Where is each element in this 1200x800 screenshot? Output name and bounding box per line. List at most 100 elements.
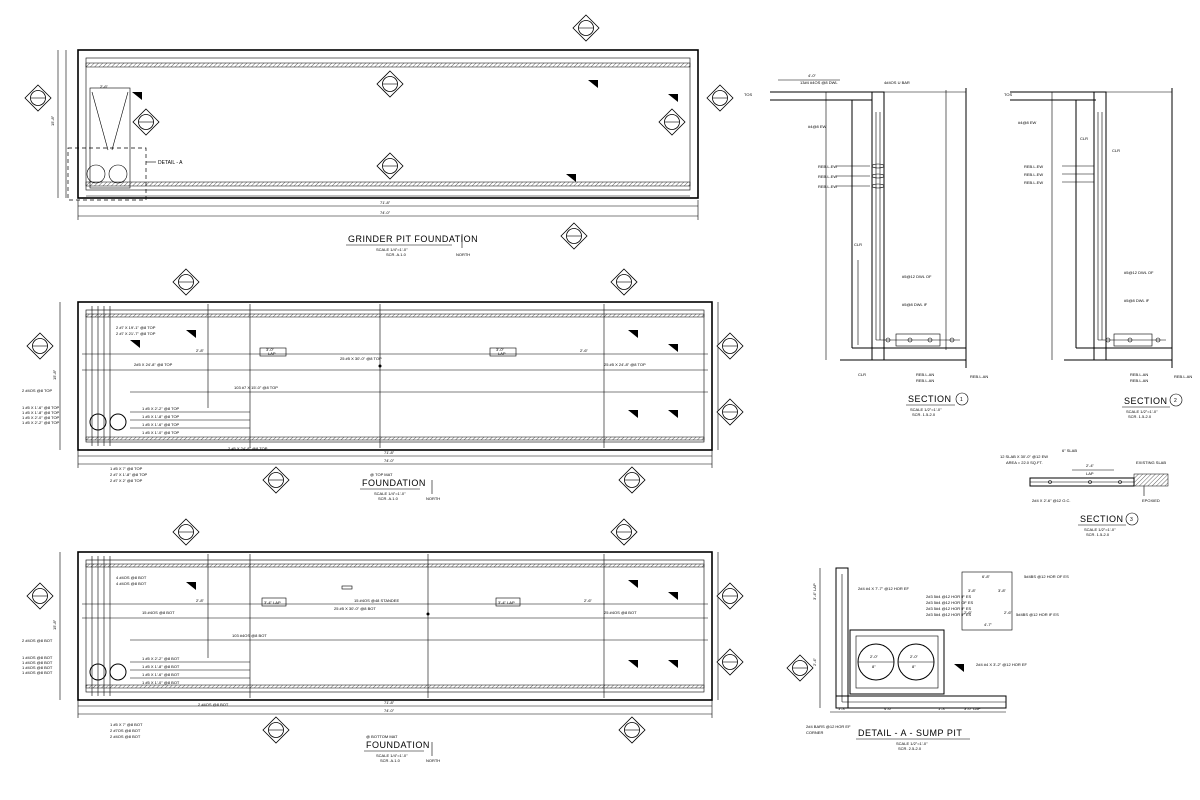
det-5: 2#3 5#4 @12 HOR IF ES	[926, 606, 972, 611]
det-scale: SCALE 1/2"=1'-0"	[896, 741, 928, 746]
sec1-reb-3: REB.L.EW	[818, 184, 837, 189]
det-1: 5#4BS @12 HOR OF ES	[1024, 574, 1069, 579]
top-lap-dim-2: 3'-0"	[496, 347, 505, 352]
top-lap-2: LAP	[498, 351, 506, 356]
top-north: NORTH	[426, 496, 440, 501]
top-outline	[77, 301, 713, 451]
top-lap-1: LAP	[268, 351, 276, 356]
top-lap-dim-1: 3'-0"	[266, 347, 275, 352]
sec3-lap: LAP	[1086, 471, 1094, 476]
top-left-2: 2 #7 X 21'-7" @8 TOP	[116, 331, 156, 336]
bot-lap-2: 3'-4" LAP	[498, 600, 515, 605]
bot-dim-2-6: 2'-6"	[584, 598, 593, 603]
sec3-scale: SCALE 1/2"=1'-0"	[1084, 527, 1116, 532]
grinder-dim-outer: 74'-0"	[380, 210, 391, 215]
bottom-outline	[77, 551, 713, 701]
det-circle-1: 2'-0"	[870, 654, 879, 659]
detail-a-label: DETAIL - A	[158, 160, 183, 166]
bot-title: FOUNDATION	[366, 740, 430, 750]
section-1: REB.L.EW REB.L.EW REB.L.EW 13#4 #4OS @8 …	[744, 73, 988, 417]
bot-bot-2: 2 #7OS @8 BOT	[110, 728, 141, 733]
sec3-e: 2#4 X 2'-6" @12 O.C.	[1032, 498, 1070, 503]
bot-dim-height: 15'-8"	[52, 619, 57, 630]
sec3-num: 3	[1130, 517, 1133, 523]
top-mid-4: 1 #5 X 1'-0" @8 TOP	[142, 430, 180, 435]
det-corner: 2#4 BARS @12 HOR EF	[806, 724, 851, 729]
section-3: 2'-4" LAP 12 SLAB X 30'-0" @12 EW AREA =…	[1000, 448, 1169, 537]
det-dim-lap: 3'-0" LAP	[964, 706, 981, 711]
det-dim-46: 4'-6"	[884, 706, 893, 711]
det-dim-13b: 1'-3"	[938, 706, 947, 711]
bot-mid-4: 1 #5 X 1'-0" @8 BOT	[142, 680, 180, 685]
bot-mid-3: 1 #5 X 1'-6" @8 BOT	[142, 672, 180, 677]
sec3-f: EPOXIED	[1142, 498, 1160, 503]
top-bot-3: 2 #7 X 2' @8 TOP	[110, 478, 143, 483]
det-dim-4: 2'-6"	[964, 610, 973, 615]
top-mid-1: 1 #5 X 2'-2" @8 TOP	[142, 406, 180, 411]
det-dim-3: 6'-8"	[982, 574, 991, 579]
sec2-reb-1: REB.L.EW	[1024, 164, 1043, 169]
grinder-outline	[77, 49, 699, 199]
sec1-ref: SCR. 1.5-2.0	[912, 412, 936, 417]
sec2-clr: CLR	[1080, 136, 1088, 141]
top-left-6: 1 #5 X 2'-0" @8 TOP	[22, 415, 60, 420]
bot-mid-1: 1 #5 X 2'-2" @8 BOT	[142, 656, 180, 661]
top-bar-2: 25 #5 X 30'-0" @8 TOP	[340, 356, 382, 361]
top-dim-2-8: 2'-8"	[196, 348, 205, 353]
det-2: 2#4 #4 X 7'-7" @12 HOR EF	[858, 586, 909, 591]
bot-bar-2: 25 #5 X 30'-0" @8 BOT	[334, 606, 376, 611]
bot-dim-2-8: 2'-8"	[196, 598, 205, 603]
det-3: 2#3 5#4 @12 HOR IF ES	[926, 594, 972, 599]
detail-a-sump-pit: 2'-0" 8" 2'-0" 8" 3'-8" 3'-8" 6'-8" 2'-6…	[786, 567, 1069, 751]
sec2-reb-3: REB.L.EW	[1024, 180, 1043, 185]
top-left-5: 1 #5 X 1'-8" @8 TOP	[22, 410, 60, 415]
sec1-clr: CLR	[854, 242, 862, 247]
sec1-reb-6: REB.L.AN	[970, 374, 988, 379]
sec2-ref: SCR. 1.5-2.0	[1128, 414, 1152, 419]
bot-dim-inner: 71'-8"	[384, 700, 395, 705]
det-dim-13: 1'-3"	[838, 706, 847, 711]
sec1-reb-5: REB.L.AN	[916, 378, 934, 383]
top-bar-1: 2#5 X 24'-8" @8 TOP	[134, 362, 173, 367]
bot-bot-4: 2 #4OS @8 BOT	[198, 702, 229, 707]
sec3-d: EXISTING SLAB	[1136, 460, 1166, 465]
grinder-scale: SCALE 1/4"=1'-0"	[376, 247, 408, 252]
sec1-reb-1: REB.L.EW	[818, 164, 837, 169]
bot-note-2: 4 #4OS @8 BOT	[116, 581, 147, 586]
sec1-e: #5@8 DWL IF	[902, 302, 928, 307]
sec1-title: SECTION	[908, 394, 952, 404]
foundation-bottom-plan: 3'-4" LAP 3'-4" LAP 2'-8" 2'-6" 15 #4OS …	[22, 518, 744, 763]
top-bar-4: 103 #7 X 15'-0" @8 TOP	[234, 385, 278, 390]
sec1-clr-2: CLR	[858, 372, 866, 377]
bot-bar-1: 15 #4OS @8 BOT	[142, 610, 175, 615]
bot-left-3: 1 #4OS @8 BOT	[22, 660, 53, 665]
bot-note: @ BOTTOM MAT	[366, 734, 398, 739]
sec2-c: #4@8 EW	[1018, 120, 1037, 125]
det-7: 2#4 #4 X 3'-2" @12 HOR EF	[976, 662, 1027, 667]
sec2-reb-2: REB.L.EW	[1024, 172, 1043, 177]
grinder-north: NORTH	[456, 252, 470, 257]
sec2-reb-4: REB.L.AN	[1130, 372, 1148, 377]
sec1-dim-4: 4'-0"	[808, 73, 817, 78]
det-dim-v2: 2'-4"	[812, 657, 817, 666]
bot-bot-3: 2 #4OS @8 BOT	[110, 734, 141, 739]
sec2-scale: SCALE 1/2"=1'-0"	[1126, 409, 1158, 414]
grinder-dim-height: 15'-8"	[50, 115, 55, 126]
sec2-tos: TOS	[1004, 92, 1012, 97]
det-dim-v1: 3'-4" LAP	[812, 583, 817, 600]
sec2-reb-6: REB.L.AN	[1174, 374, 1192, 379]
top-dim-inner: 71'-8"	[384, 450, 395, 455]
top-left-7: 1 #5 X 2'-2" @8 TOP	[22, 420, 60, 425]
bot-ref: SCR. A.1.0	[380, 758, 401, 763]
top-note: @ TOP MAT	[370, 472, 393, 477]
sec2-d: #5@12 DWL OF	[1124, 270, 1154, 275]
det-circle-2: 2'-0"	[910, 654, 919, 659]
sec3-b: AREA = 22.0 SQ.FT.	[1006, 460, 1043, 465]
grinder-dim-inner: 71'-8"	[380, 200, 391, 205]
top-bot-4: 2 #5 X 24'-8" @8 TOP	[228, 446, 268, 451]
det-4: 2#3 5#4 @12 HOR OF ES	[926, 600, 974, 605]
det-6: 2#3 5#4 @12 HOR IF ES	[926, 612, 972, 617]
grinder-pit-plan: DETAIL - A 2'-6" 71'-8" 74'-0" 15'-8" GR…	[24, 14, 734, 257]
top-left-3: 2 #4OS @8 TOP	[22, 388, 52, 393]
